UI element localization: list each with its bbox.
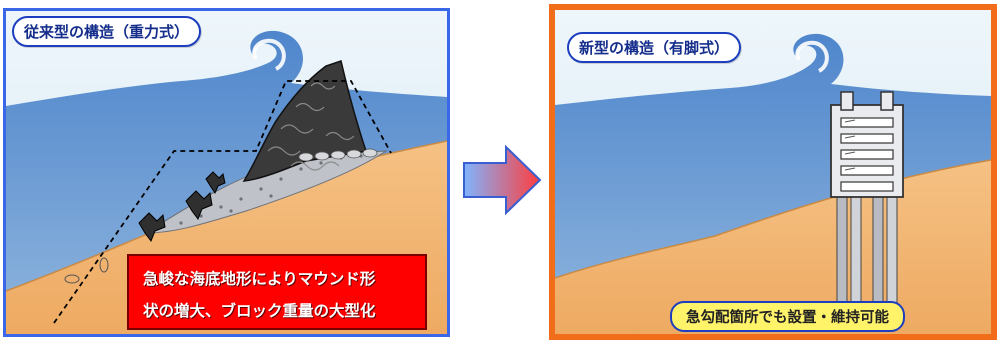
wave-curl [795,40,829,73]
note-line-1: 急峻な海底地形によりマウンド形 [143,270,376,288]
new-structure-illustration [555,10,991,334]
small-rocks [64,257,109,284]
conventional-structure-title: 従来型の構造（重力式） [12,16,202,47]
cap-stones [298,148,378,162]
conventional-structure-note: 急峻な海底地形によりマウンド形 状の増大、ブロック重量の大型化 [127,254,427,330]
new-structure-panel: 新型の構造（有脚式） 急勾配箇所でも設置・維持可能 [549,4,997,340]
block-texture [267,82,355,171]
new-structure-note: 急勾配箇所でも設置・維持可能 [670,301,905,332]
rubble-mound [144,150,388,234]
right-arrow-icon [462,144,542,216]
conventional-structure-panel: 従来型の構造（重力式） 急峻な海底地形によりマウンド形 状の増大、ブロック重量の… [3,8,450,337]
enlarged-mound-outline [53,80,392,324]
tetrapod-blocks [138,171,226,243]
note-line-2: 状の増大、ブロック重量の大型化 [143,302,376,320]
wave-curl [252,38,286,71]
new-structure-title: 新型の構造（有脚式） [567,32,742,63]
pile-supported-structure [830,91,904,198]
